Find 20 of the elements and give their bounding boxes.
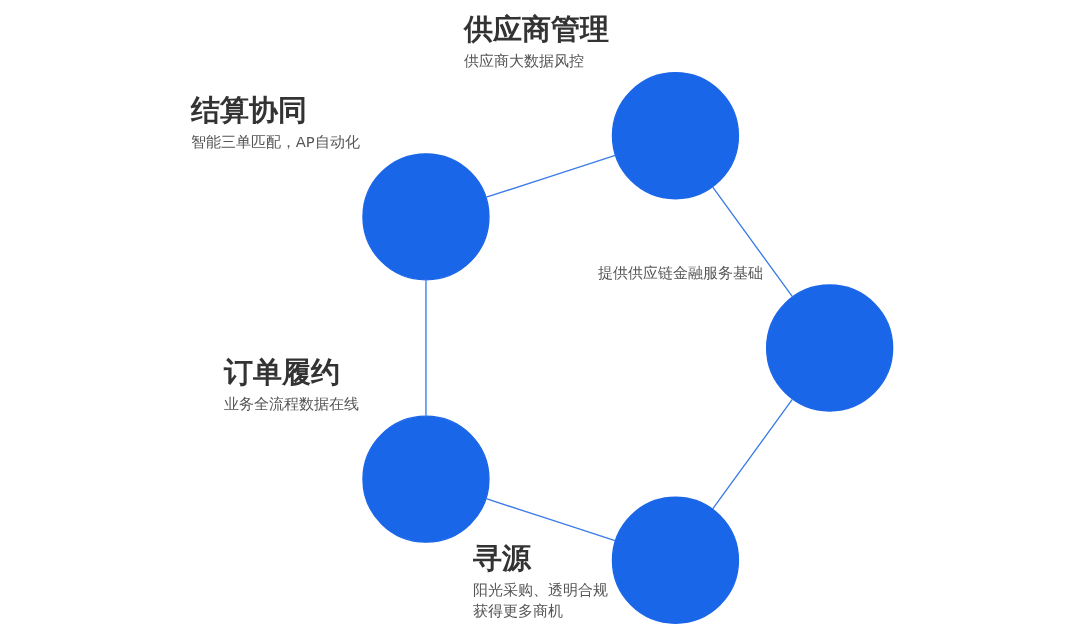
connector bbox=[712, 398, 793, 510]
node-circle bbox=[611, 496, 740, 624]
node-circle bbox=[362, 415, 490, 543]
node-label: 提供供应链金融服务基础 bbox=[597, 264, 763, 282]
node-label: 获得更多商机 bbox=[473, 602, 564, 620]
node-label: 阳光采购、透明合规 bbox=[473, 580, 609, 598]
node-circle bbox=[611, 72, 740, 200]
connector bbox=[425, 279, 427, 417]
node-label: 订单履约 bbox=[223, 355, 340, 390]
node-label: 供应商管理 bbox=[464, 11, 610, 46]
node-circle bbox=[362, 153, 490, 281]
node-label: 业务全流程数据在线 bbox=[223, 395, 359, 413]
node-label: 供应商大数据风控 bbox=[464, 51, 585, 69]
node-circle bbox=[765, 284, 894, 412]
node-label: 智能三单匹配，AP自动化 bbox=[190, 132, 360, 150]
connector bbox=[485, 154, 616, 198]
connector bbox=[485, 498, 616, 542]
node-label: 结算协同 bbox=[190, 92, 307, 127]
node-label: 寻源 bbox=[473, 540, 532, 575]
connector bbox=[712, 186, 794, 298]
